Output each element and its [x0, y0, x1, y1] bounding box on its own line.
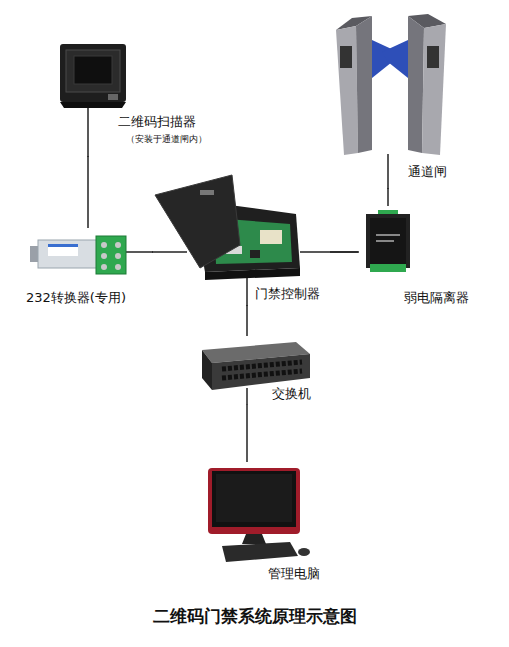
device-note: （安装于通道闸内） [126, 134, 207, 145]
signal-isolator-icon-part [370, 218, 406, 264]
access-controller-icon-part [200, 190, 214, 195]
signal-isolator-icon-part [370, 264, 406, 272]
device-node: 门禁控制器 [187, 168, 330, 305]
device-label: 管理电脑 [268, 566, 320, 582]
connector-line [87, 156, 89, 228]
turnstile-gate-icon-part [427, 46, 439, 68]
signal-isolator-icon-part [376, 234, 400, 236]
network-switch-icon-part [222, 371, 302, 378]
management-pc-icon-part [222, 542, 298, 562]
turnstile-gate-icon-part [422, 24, 446, 155]
rs232-converter-icon-part [48, 244, 78, 247]
rs232-converter-icon-part [115, 264, 121, 270]
wire-stubs-part [300, 251, 359, 253]
network-switch-icon [202, 342, 310, 390]
management-pc-icon-part [298, 548, 310, 556]
management-pc-icon-part [242, 534, 266, 544]
rs232-converter-icon-part [115, 253, 121, 259]
rs232-converter-icon [30, 236, 126, 274]
qr-scanner-icon [60, 44, 126, 108]
wire-stubs-part [246, 276, 248, 306]
qr-scanner-icon-part [74, 56, 112, 84]
turnstile-gate-icon-part [382, 40, 408, 78]
device-label: 弱电隔离器 [404, 290, 469, 306]
qr-scanner-icon-part [60, 102, 126, 108]
turnstile-gate-icon-part [340, 46, 352, 68]
device-node: 通道闸 [328, 10, 473, 188]
network-switch-icon-part [202, 350, 212, 390]
device-node: 交换机 [198, 336, 324, 405]
turnstile-gate-icon-part [356, 16, 372, 153]
access-controller-icon-part [205, 268, 300, 280]
access-controller-icon [155, 175, 300, 280]
device-node: 二维码扫描器 （安装于通道闸内） [55, 38, 227, 156]
network-switch-icon-part [222, 362, 302, 369]
connector-line [246, 305, 248, 336]
management-pc-icon [208, 468, 310, 562]
turnstile-gate-icon-part [336, 26, 358, 155]
rs232-converter-icon-part [115, 242, 121, 248]
qr-scanner-icon-part [108, 94, 118, 100]
signal-isolator-icon [366, 210, 410, 272]
rs232-converter-icon-part [101, 242, 107, 248]
wire-stubs-part [246, 388, 248, 405]
device-label: 门禁控制器 [255, 286, 320, 302]
qr-scanner-icon-part [60, 44, 126, 102]
rs232-converter-icon-part [38, 240, 98, 268]
connector-line [246, 405, 248, 462]
device-label: 通道闸 [408, 164, 447, 180]
device-label: 二维码扫描器 [118, 114, 196, 130]
rs232-converter-icon-part [48, 244, 78, 256]
wire-stubs-part [87, 106, 89, 157]
connector-line [152, 251, 187, 253]
signal-isolator-icon-part [366, 214, 410, 268]
signal-isolator-icon-part [376, 240, 394, 242]
device-label: 交换机 [272, 386, 311, 402]
rs232-converter-icon-part [101, 264, 107, 270]
management-pc-icon-part [216, 474, 292, 522]
device-node: 管理电脑 [198, 462, 342, 587]
access-controller-icon-part [250, 250, 260, 258]
qr-scanner-icon-part [66, 50, 120, 92]
access-controller-icon-part [155, 175, 240, 268]
wire-stubs-part [125, 251, 153, 253]
rs232-converter-icon-part [96, 236, 126, 274]
connector-line [330, 251, 358, 253]
access-controller-icon-part [260, 230, 282, 244]
connector-line [387, 188, 389, 206]
turnstile-gate-icon [336, 14, 446, 155]
rs232-converter-icon-part [101, 253, 107, 259]
device-label: 232转换器(专用) [26, 290, 126, 306]
turnstile-gate-icon-part [408, 16, 424, 153]
device-node: 弱电隔离器 [358, 206, 492, 310]
wire-stubs [88, 106, 388, 405]
device-node: 232转换器(专用) [22, 228, 152, 310]
management-pc-icon-part [208, 468, 300, 534]
management-pc-icon-part [212, 471, 296, 527]
wire-stubs-part [387, 154, 389, 189]
network-switch-icon-part [212, 354, 310, 390]
diagram-title: 二维码门禁系统原理示意图 [0, 606, 509, 626]
